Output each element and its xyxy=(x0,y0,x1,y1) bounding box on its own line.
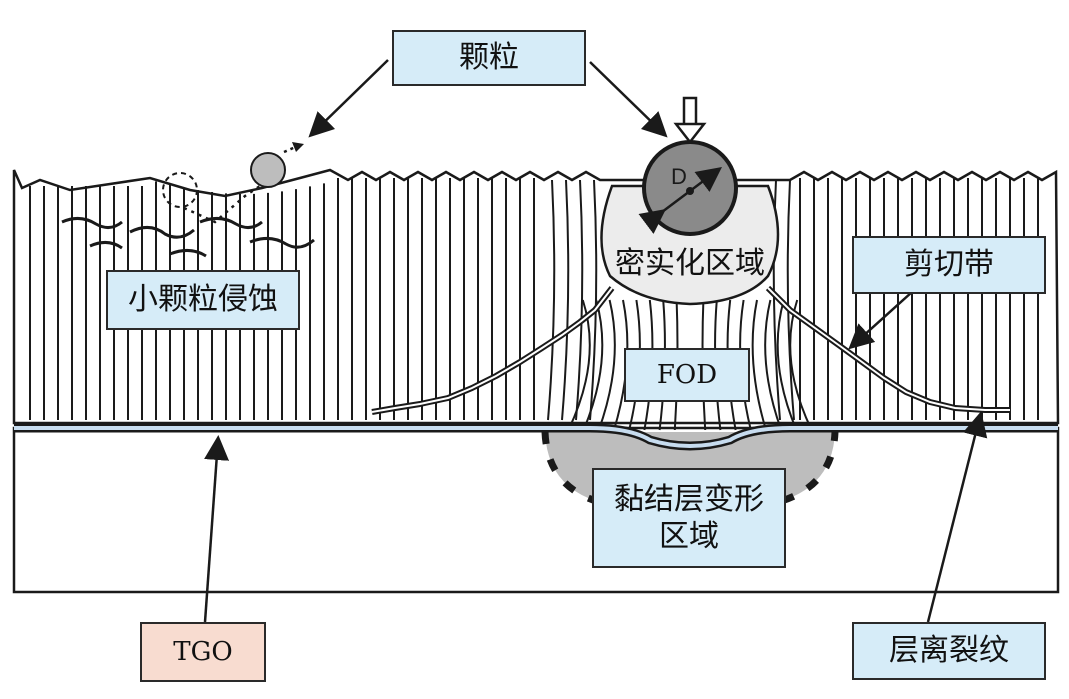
impact-arrow-icon xyxy=(673,96,707,145)
crack-leader xyxy=(926,411,988,623)
shear-band-label: 剪切带 xyxy=(852,236,1046,294)
column-line xyxy=(575,179,584,421)
particle-label: 颗粒 xyxy=(392,30,586,86)
delamination-crack-label: 层离裂纹 xyxy=(852,622,1046,680)
small-particle-erosion-label: 小颗粒侵蚀 xyxy=(106,270,300,330)
top-coat-outline xyxy=(12,168,1060,425)
tgo-label: TGO xyxy=(140,622,266,682)
fod-label: FOD xyxy=(624,348,750,402)
compressed-column-line xyxy=(776,299,798,431)
erosion-cracks xyxy=(61,217,315,258)
shear-band-leader xyxy=(848,291,913,350)
compressed-column-line xyxy=(597,299,616,431)
column-line xyxy=(561,179,570,421)
densification-zone-label: 密实化区域 xyxy=(615,246,765,282)
particle-center-dot xyxy=(686,187,694,195)
compressed-column-line xyxy=(751,299,767,431)
column-line xyxy=(589,179,598,421)
shear-band-left-inner xyxy=(371,287,613,413)
tgo-layer-fill xyxy=(14,426,1058,448)
bond-coat-deformation-line1: 黏结层变形 xyxy=(614,481,764,517)
erosion-trajectory xyxy=(183,184,261,224)
bond-coat-deformation-line2: 区域 xyxy=(659,519,719,554)
compressed-column-line xyxy=(764,299,783,431)
particle-leader-left xyxy=(308,59,389,138)
diameter-symbol: D xyxy=(671,164,687,189)
tgo-leader xyxy=(203,435,230,623)
shear-band-right-inner xyxy=(767,287,1010,411)
eroded-particle-ghost xyxy=(162,172,198,208)
substrate-block xyxy=(12,426,1060,594)
bond-coat-deformation-label: 黏结层变形 区域 xyxy=(592,468,786,568)
particle-leader-right xyxy=(589,61,668,138)
small-particle-arrowhead xyxy=(292,142,304,152)
particle-icon xyxy=(250,152,286,188)
column-line xyxy=(547,179,556,421)
column-line xyxy=(786,179,795,421)
